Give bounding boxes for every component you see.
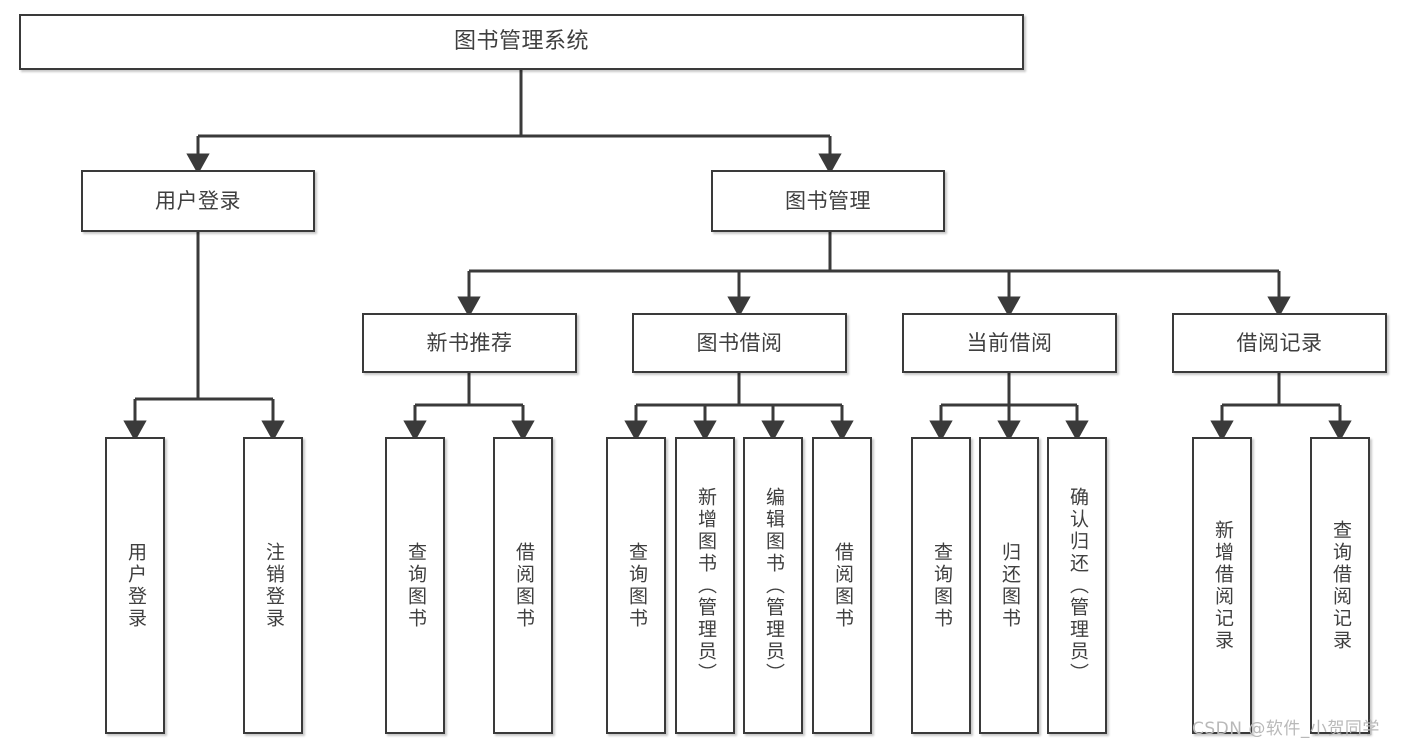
leaf-book-borrow-add-book-admin[interactable]: 新增图书（管理员） [675,437,735,734]
node-label: 确认归还（管理员） [1066,486,1089,685]
leaf-borrow-record-query-record[interactable]: 查询借阅记录 [1310,437,1370,734]
leaf-user-login-logout[interactable]: 注销登录 [243,437,303,734]
node-label: 注销登录 [262,541,285,630]
leaf-current-borrow-query-book[interactable]: 查询图书 [911,437,971,734]
node-book-management[interactable]: 图书管理 [711,170,945,232]
leaf-book-borrow-query-book[interactable]: 查询图书 [606,437,666,734]
leaf-book-borrow-edit-book-admin[interactable]: 编辑图书（管理员） [743,437,803,734]
node-label: 用户登录 [124,541,147,630]
node-borrow-record[interactable]: 借阅记录 [1172,313,1387,373]
node-label: 查询图书 [930,541,953,630]
node-label: 编辑图书（管理员） [762,486,785,685]
node-label: 借阅图书 [512,541,535,630]
leaf-new-book-query-book[interactable]: 查询图书 [385,437,445,734]
node-book-borrow[interactable]: 图书借阅 [632,313,847,373]
node-label: 当前借阅 [966,330,1053,355]
node-label: 新书推荐 [426,330,513,355]
node-label: 归还图书 [998,541,1021,630]
leaf-new-book-borrow-book[interactable]: 借阅图书 [493,437,553,734]
leaf-borrow-record-add-record[interactable]: 新增借阅记录 [1192,437,1252,734]
node-label: 查询借阅记录 [1329,519,1352,652]
node-new-book-recommend[interactable]: 新书推荐 [362,313,577,373]
leaf-current-borrow-confirm-return-admin[interactable]: 确认归还（管理员） [1047,437,1107,734]
node-label: 查询图书 [404,541,427,630]
node-label: 图书管理 [785,188,871,213]
node-label: 查询图书 [625,541,648,630]
node-user-login[interactable]: 用户登录 [81,170,315,232]
node-label: 借阅图书 [831,541,854,630]
leaf-user-login-login[interactable]: 用户登录 [105,437,165,734]
node-root-book-management-system[interactable]: 图书管理系统 [19,14,1024,70]
node-label: 借阅记录 [1236,330,1323,355]
node-label: 新增借阅记录 [1211,519,1234,652]
node-label: 图书管理系统 [453,29,589,55]
node-label: 新增图书（管理员） [694,486,717,685]
node-label: 用户登录 [155,188,241,213]
leaf-book-borrow-borrow-book[interactable]: 借阅图书 [812,437,872,734]
leaf-current-borrow-return-book[interactable]: 归还图书 [979,437,1039,734]
node-current-borrow[interactable]: 当前借阅 [902,313,1117,373]
node-label: 图书借阅 [696,330,783,355]
